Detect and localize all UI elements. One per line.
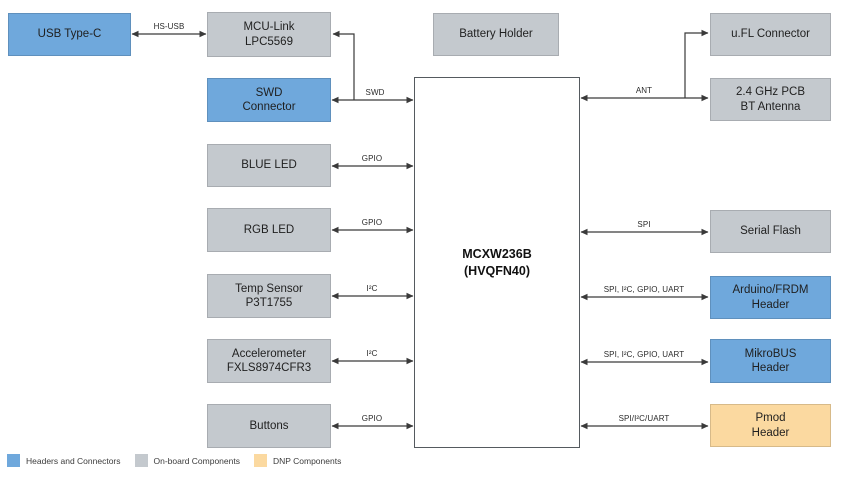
node-ufl-connector: u.FL Connector (710, 13, 831, 56)
bus-label-hs-usb: HS-USB (153, 22, 185, 31)
node-usb-type-c: USB Type-C (8, 13, 131, 56)
node-temp-sensor: Temp Sensor P3T1755 (207, 274, 331, 318)
bus-label-gpio-buttons: GPIO (361, 414, 383, 423)
legend-label-headers-connectors: Headers and Connectors (26, 455, 121, 466)
legend-item-onboard-components: On-board Components (134, 454, 240, 467)
node-accelerometer: Accelerometer FXLS8974CFR3 (207, 339, 331, 383)
node-swd-connector: SWD Connector (207, 78, 331, 122)
conn-ant-ufl-branch (684, 29, 709, 98)
node-mikrobus-header: MikroBUS Header (710, 339, 831, 383)
legend-label-onboard-components: On-board Components (153, 455, 240, 466)
conn-swd-mculink-branch (332, 30, 355, 100)
bus-label-arduino-bus: SPI, I²C, GPIO, UART (603, 285, 685, 294)
bus-label-i2c-accel: I²C (366, 349, 378, 358)
node-rgb-led: RGB LED (207, 208, 331, 252)
node-blue-led: BLUE LED (207, 144, 331, 187)
bus-label-ant: ANT (635, 86, 653, 95)
legend-item-headers-connectors: Headers and Connectors (7, 454, 121, 467)
legend-swatch-headers-connectors (7, 454, 20, 467)
legend-item-dnp-components: DNP Components (253, 454, 342, 467)
legend-swatch-dnp-components (253, 454, 267, 467)
node-battery-holder: Battery Holder (433, 13, 559, 56)
node-mcxw236b-chip: MCXW236B (HVQFN40) (414, 77, 580, 448)
node-buttons: Buttons (207, 404, 331, 448)
bus-label-gpio-rgb-led: GPIO (361, 218, 383, 227)
node-arduino-frdm-header: Arduino/FRDM Header (710, 276, 831, 319)
node-serial-flash: Serial Flash (710, 210, 831, 253)
node-pmod-header: Pmod Header (710, 404, 831, 447)
legend-label-dnp-components: DNP Components (272, 455, 342, 466)
bus-label-i2c-temp: I²C (366, 284, 378, 293)
bus-label-spi-flash: SPI (637, 220, 651, 229)
node-mcu-link: MCU-Link LPC5569 (207, 12, 331, 57)
bus-label-swd: SWD (365, 88, 385, 97)
bus-label-pmod-bus: SPI/I²C/UART (618, 414, 670, 423)
legend-swatch-onboard-components (134, 454, 148, 467)
node-bt-antenna: 2.4 GHz PCB BT Antenna (710, 78, 831, 121)
bus-label-gpio-blue-led: GPIO (361, 154, 383, 163)
legend: Headers and Connectors On-board Componen… (7, 454, 355, 467)
bus-label-mikrobus-bus: SPI, I²C, GPIO, UART (603, 350, 685, 359)
